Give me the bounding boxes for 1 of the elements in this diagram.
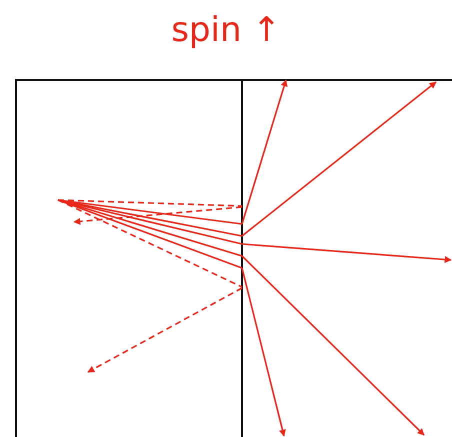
title: spin ↑ bbox=[171, 9, 281, 52]
